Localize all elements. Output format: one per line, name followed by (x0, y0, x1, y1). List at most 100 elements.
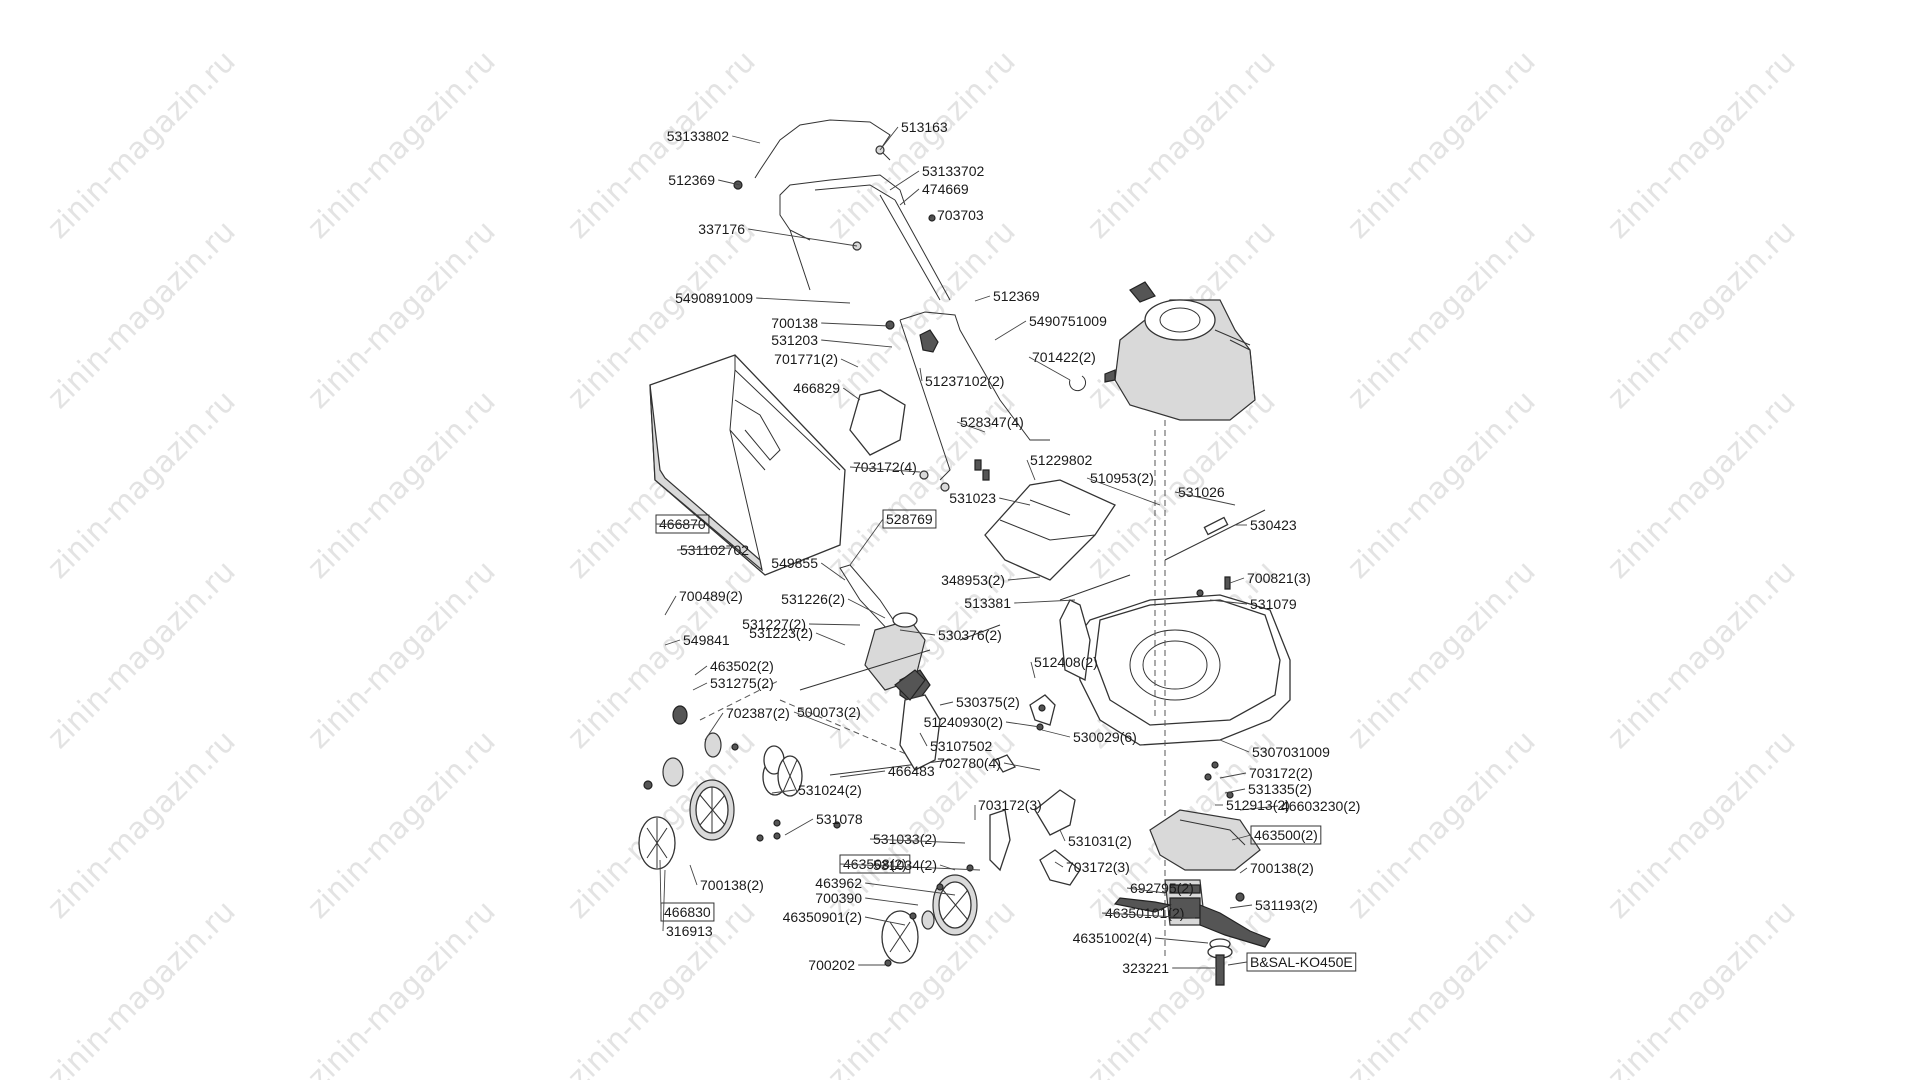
part-number-label: 513163 (901, 119, 948, 135)
part-number-label: 703172(2) (1249, 765, 1313, 781)
callout-702387-2-: 702387(2) (704, 705, 790, 741)
callout-53133702: 53133702 (889, 163, 985, 191)
callout-701422-2-: 701422(2) (1028, 349, 1096, 381)
leader-line (939, 864, 956, 871)
part-number-label: 51240930(2) (924, 714, 1003, 730)
leader-line (994, 320, 1027, 341)
leader-line (771, 789, 796, 794)
watermark-text: zinin-magazin.ru (301, 384, 503, 586)
callout-531335-2-: 531335(2) (1224, 781, 1312, 797)
callout-466870: 466870 (655, 514, 710, 534)
callout-500073-2-: 500073(2) (793, 704, 861, 731)
callout-316913: 316913 (662, 869, 713, 939)
callout-513163: 513163 (879, 119, 948, 151)
part-number-label: 531102702 (680, 542, 749, 558)
callout-530376-2-: 530376(2) (899, 627, 1002, 643)
leader-line (864, 916, 906, 926)
part-number-label: 466829 (793, 380, 840, 396)
callout-531226-2-: 531226(2) (781, 591, 886, 619)
callout-labels: 5313380251316351236953133702474669703703… (655, 119, 1360, 976)
leader-line (1231, 834, 1252, 841)
watermark-text: zinin-magazin.ru (1341, 384, 1543, 586)
leader-line (662, 869, 666, 932)
watermark-text: zinin-magazin.ru (301, 894, 503, 1080)
part-number-label: 51229802 (1030, 452, 1093, 468)
leader-line (919, 732, 928, 747)
callout-512369: 512369 (668, 172, 741, 188)
callout-703172-3-: 703172(3) (974, 797, 1042, 820)
watermark-text: zinin-magazin.ru (41, 384, 243, 586)
leader-line (840, 358, 859, 368)
part-number-label: 700138(2) (700, 877, 764, 893)
leader-line (1014, 599, 1076, 604)
part-number-label: 531203 (771, 332, 818, 348)
leader-line (821, 322, 891, 327)
callout-531275-2-: 531275(2) (692, 675, 774, 691)
callout-531026: 531026 (1174, 484, 1236, 506)
part-number-label: 700390 (815, 890, 862, 906)
callout-531033-2-: 531033(2) (869, 831, 966, 847)
callout-51240930-2-: 51240930(2) (924, 714, 1041, 730)
part-number-label: 703172(3) (1066, 859, 1130, 875)
leader-line (939, 701, 954, 706)
callout-700821-3-: 700821(3) (1229, 570, 1311, 586)
callout-463962: 463962 (815, 875, 956, 896)
callout-700138-2-: 700138(2) (1239, 860, 1314, 876)
part-number-label: 500073(2) (797, 704, 861, 720)
leader-line (655, 523, 706, 526)
leader-line (1030, 661, 1036, 679)
leader-line (956, 421, 986, 433)
part-number-label: 463502(2) (710, 658, 774, 674)
callout-53133802: 53133802 (667, 128, 761, 144)
callout-466829: 466829 (793, 380, 861, 401)
leader-line (1086, 477, 1161, 506)
callout-46350901-2-: 46350901(2) (783, 909, 906, 926)
leader-line (1126, 887, 1166, 894)
callout-701771-2-: 701771(2) (774, 351, 859, 368)
part-number-label: 549841 (683, 632, 730, 648)
leader-line (842, 387, 861, 401)
watermark-text: zinin-magazin.ru (1601, 384, 1803, 586)
callout-530423: 530423 (1235, 517, 1297, 533)
leader-line (1003, 762, 1041, 771)
leader-line (865, 897, 919, 906)
watermark-text: zinin-magazin.ru (301, 44, 503, 246)
leader-line (879, 126, 899, 151)
part-number-label: 53133702 (922, 163, 985, 179)
callout-531078: 531078 (784, 811, 863, 836)
part-number-label: 702780(4) (937, 755, 1001, 771)
leader-line (732, 135, 761, 144)
watermark-text: zinin-magazin.ru (41, 214, 243, 416)
leader-line (718, 179, 741, 186)
callout-531023: 531023 (949, 490, 1031, 506)
callout-703172-4-: 703172(4) (849, 459, 921, 475)
part-number-label: 530375(2) (956, 694, 1020, 710)
part-number-label: 531079 (1250, 596, 1297, 612)
leader-line (1209, 599, 1248, 605)
part-number-label: 5490751009 (1029, 313, 1107, 329)
part-number-label: 701771(2) (774, 351, 838, 367)
part-number-label: 512369 (993, 288, 1040, 304)
part-number-label: 531275(2) (710, 675, 774, 691)
part-number-label: 700202 (808, 957, 855, 973)
leader-line (704, 712, 724, 741)
leader-line (664, 639, 681, 646)
part-number-label: 466870 (659, 516, 706, 532)
callout-5307031009: 5307031009 (1219, 739, 1330, 760)
part-number-label: 46350901(2) (783, 909, 862, 925)
leader-line (1101, 912, 1196, 919)
leader-line (999, 497, 1031, 506)
leader-line (1041, 729, 1071, 738)
part-number-label: 700138 (771, 315, 818, 331)
part-number-label: 46603230(2) (1281, 798, 1360, 814)
callout-531223-2-: 531223(2) (749, 625, 846, 646)
leader-line (689, 864, 698, 886)
leader-line (865, 882, 956, 896)
leader-line (1005, 721, 1041, 728)
part-number-label: 337176 (698, 221, 745, 237)
leader-line (929, 214, 935, 219)
part-number-label: 512408(2) (1034, 654, 1098, 670)
leader-line (889, 170, 920, 191)
